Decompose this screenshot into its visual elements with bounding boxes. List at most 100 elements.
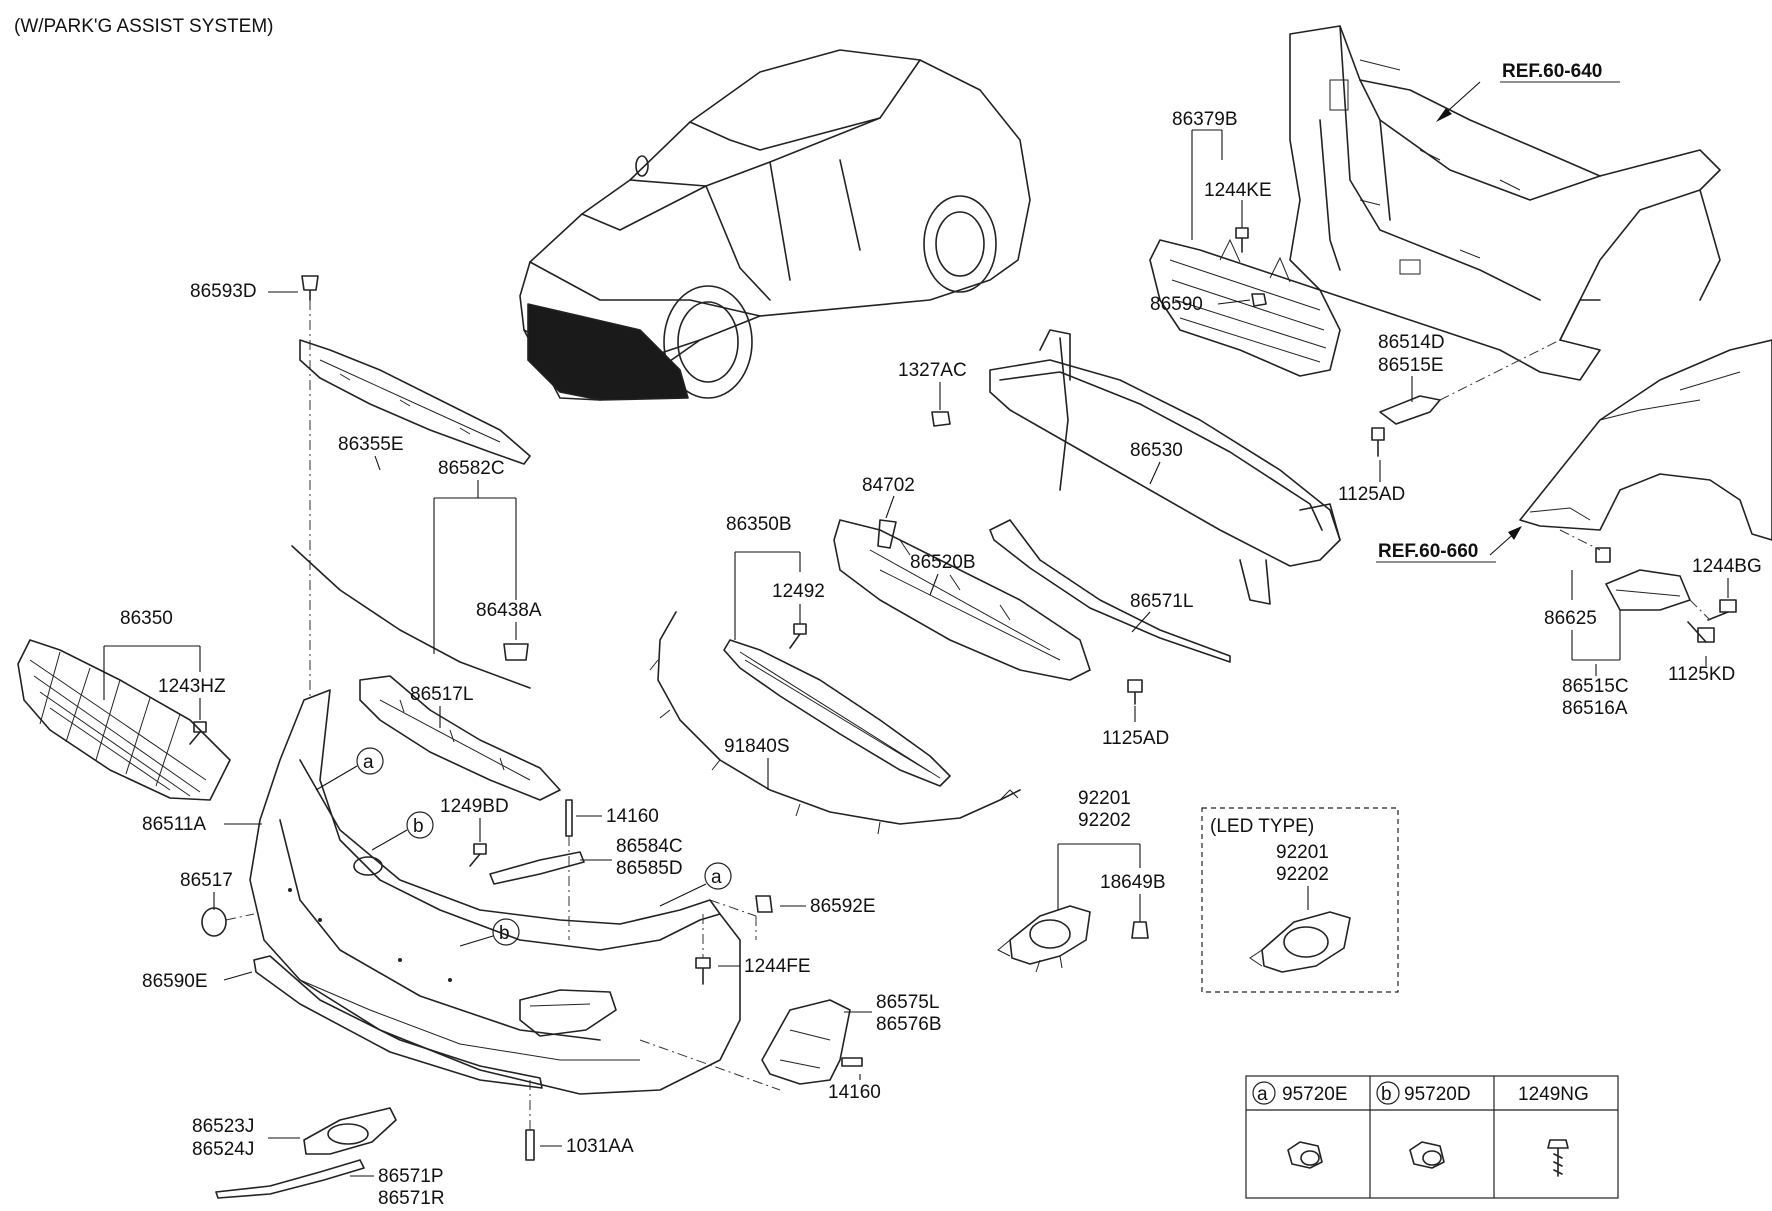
nut-86590-icon	[1251, 293, 1267, 307]
sensor-95720E-icon	[1287, 1141, 1323, 1169]
fog-bezel-86523J	[303, 1107, 397, 1155]
label-1249BD: 1249BD	[440, 796, 509, 817]
sensor-95720D-icon	[1409, 1141, 1445, 1169]
callout-b-right	[492, 918, 520, 946]
callout-a-right-text: a	[711, 867, 722, 888]
wiring-harness-91840S	[657, 611, 1021, 825]
fog-lamp-92201	[997, 905, 1091, 973]
seal-86582C	[291, 545, 531, 689]
callout-a-upper	[356, 747, 384, 775]
clip-86592E-icon	[755, 895, 773, 913]
side-bracket-86575L	[761, 999, 851, 1085]
label-86593D: 86593D	[190, 281, 257, 302]
label-14160-bottom: 14160	[828, 1082, 881, 1103]
bracket-86514D-icon	[1379, 395, 1441, 425]
label-86590E: 86590E	[142, 971, 208, 992]
label-1244KE: 1244KE	[1204, 180, 1272, 201]
front-fender	[1519, 339, 1772, 541]
label-86517L: 86517L	[410, 684, 473, 705]
label-86585D: 86585D	[616, 858, 683, 879]
label-86355E: 86355E	[338, 434, 404, 455]
screw-1249NG-icon	[1547, 1139, 1569, 1177]
label-86511A: 86511A	[142, 814, 206, 835]
bolt-1125KD-icon	[1687, 621, 1715, 643]
label-91840S: 91840S	[724, 736, 790, 757]
callout-b-left-text: b	[413, 816, 424, 837]
label-86576B: 86576B	[876, 1014, 942, 1035]
label-86516A: 86516A	[1562, 698, 1628, 719]
clip-86593D-icon	[301, 275, 319, 301]
led-type-box	[1201, 807, 1399, 993]
grille-bracket-86517L	[359, 675, 561, 801]
label-86590: 86590	[1150, 294, 1203, 315]
label-12492: 12492	[772, 581, 825, 602]
label-1244BG: 1244BG	[1692, 556, 1762, 577]
label-86515E: 86515E	[1378, 355, 1444, 376]
screw-1031AA-icon	[525, 1129, 535, 1161]
led-part-92201: 92201	[1276, 842, 1329, 863]
nut-1327AC-icon	[931, 411, 951, 427]
grille-bracket-86379B	[1149, 238, 1341, 377]
legend-marker-b: b	[1381, 1084, 1392, 1105]
legend-marker-a: a	[1257, 1084, 1268, 1105]
clip-86438A-icon	[503, 643, 529, 661]
label-18649B: 18649B	[1100, 872, 1166, 893]
label-84702: 84702	[862, 475, 915, 496]
ref-660-arrow	[1508, 526, 1522, 540]
moulding-86584C	[489, 851, 585, 885]
label-1244FE: 1244FE	[744, 956, 811, 977]
clip-84702-icon	[877, 519, 897, 549]
bumper-beam-86530	[989, 329, 1341, 605]
clip-86625-icon	[1595, 547, 1611, 563]
label-92201: 92201	[1078, 788, 1131, 809]
screw-12492-icon	[789, 623, 807, 649]
label-86514D: 86514D	[1378, 332, 1445, 353]
legend-part-1249NG: 1249NG	[1518, 1084, 1589, 1105]
strip-86571L	[989, 519, 1231, 663]
label-14160-top: 14160	[606, 806, 659, 827]
bolt-1125AD-right-icon	[1371, 427, 1385, 457]
legend-table	[1245, 1075, 1619, 1199]
label-1125AD-center: 1125AD	[1102, 728, 1169, 749]
legend-part-95720D: 95720D	[1404, 1084, 1471, 1105]
bumper-cover-86511A	[249, 689, 741, 1095]
label-86350B: 86350B	[726, 514, 792, 535]
bolt-1125AD-center-icon	[1127, 679, 1143, 705]
label-86530: 86530	[1130, 440, 1183, 461]
callout-b-left	[406, 811, 434, 839]
screw-1243HZ-icon	[189, 721, 207, 745]
label-1243HZ: 1243HZ	[158, 676, 226, 697]
label-86524J: 86524J	[192, 1139, 254, 1160]
car-illustration	[519, 49, 1031, 401]
screw-1244FE-icon	[695, 957, 711, 985]
legend-part-95720E: 95720E	[1282, 1084, 1348, 1105]
label-1125AD-right: 1125AD	[1338, 484, 1405, 505]
lower-grille-86350B	[723, 639, 951, 787]
label-92202: 92202	[1078, 810, 1131, 831]
strip-86571P	[215, 1159, 365, 1199]
label-86582C: 86582C	[438, 458, 505, 479]
label-86571P: 86571P	[378, 1166, 444, 1187]
label-86350: 86350	[120, 608, 173, 629]
ref-660-label: REF.60-660	[1378, 541, 1478, 562]
label-86592E: 86592E	[810, 896, 876, 917]
bolt-1244KE-icon	[1235, 227, 1249, 253]
label-86571R: 86571R	[378, 1188, 445, 1209]
label-86584C: 86584C	[616, 836, 683, 857]
led-fog-lamp	[1249, 911, 1351, 973]
led-part-92202: 92202	[1276, 864, 1329, 885]
label-86517: 86517	[180, 870, 233, 891]
label-86575L: 86575L	[876, 992, 939, 1013]
label-1125KD: 1125KD	[1668, 664, 1735, 685]
label-1327AC: 1327AC	[898, 360, 967, 381]
label-86523J: 86523J	[192, 1116, 254, 1137]
label-86625: 86625	[1544, 608, 1597, 629]
screw-1249BD-icon	[469, 843, 487, 867]
bulb-18649B-icon	[1131, 921, 1149, 939]
callout-a-right	[704, 862, 732, 890]
label-86379B: 86379B	[1172, 109, 1238, 130]
pin-14160-top-icon	[565, 799, 573, 837]
energy-absorber-86520B	[833, 519, 1091, 681]
label-86438A: 86438A	[476, 600, 542, 621]
